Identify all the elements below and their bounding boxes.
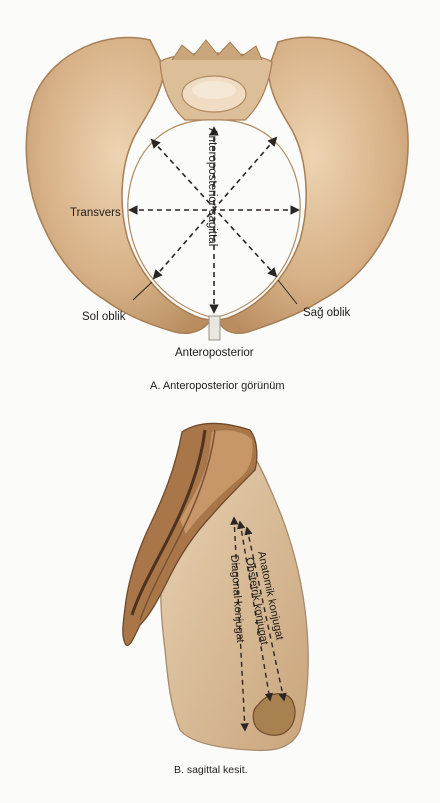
caption-a: A. Anteroposterior görünüm [150,380,285,392]
label-right-oblique: Sağ oblik [303,307,351,319]
label-anteroposterior: Anteroposterior [175,347,254,359]
pelvis-sagittal-view: Anatomik konjugat Obstetrik konjugat Dia… [123,424,308,777]
pelvis-ap-view: Anteroposterior sagittal Transvers Sol o… [26,37,408,392]
sacral-promontory-spines [172,40,262,60]
caption-b: B. sagittal kesit. [174,764,248,776]
label-transverse: Transvers [70,207,121,219]
label-left-oblique: Sol oblik [82,311,126,323]
label-anteroposterior-sagittal: Anteroposterior sagittal [206,128,218,246]
pubic-symphysis [209,316,220,340]
